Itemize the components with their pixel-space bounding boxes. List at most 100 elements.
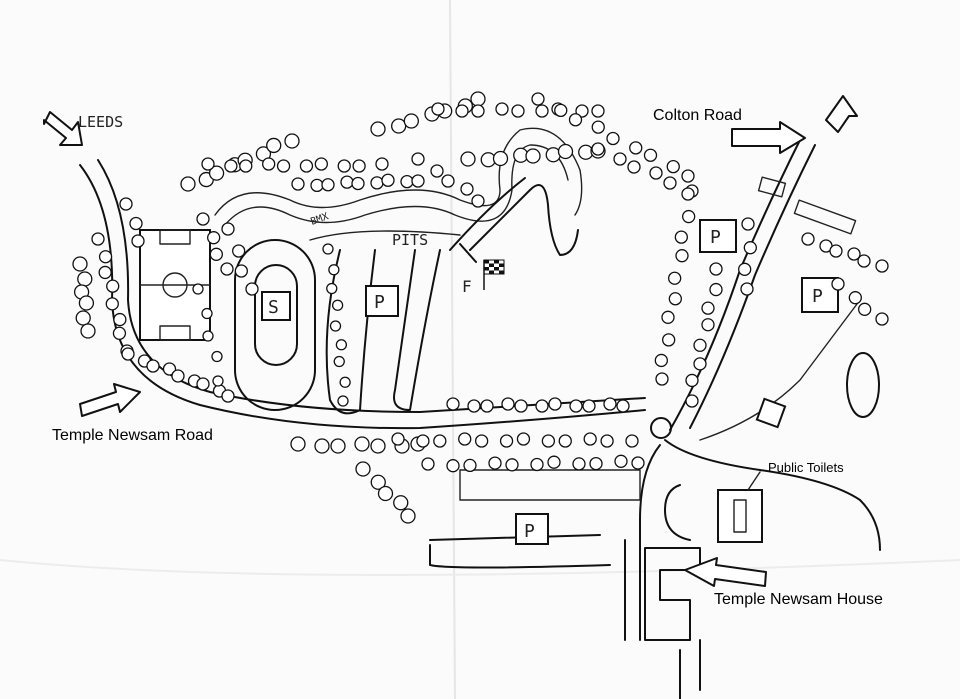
tree-icon xyxy=(511,104,525,118)
tree-icon xyxy=(857,254,871,268)
tree-icon xyxy=(668,271,682,285)
tree-icon xyxy=(535,104,549,118)
tree-icon xyxy=(557,143,574,160)
tree-icon xyxy=(693,338,707,352)
tree-icon xyxy=(377,485,394,502)
tree-icon xyxy=(662,333,676,347)
stadium-track xyxy=(234,239,316,411)
tree-icon xyxy=(196,377,210,391)
tree-icon xyxy=(354,436,370,452)
tree-icon xyxy=(554,103,568,118)
tree-icon xyxy=(91,232,105,246)
tree-icon xyxy=(625,434,639,448)
tree-icon xyxy=(568,113,583,127)
tree-icon xyxy=(339,376,351,388)
tree-icon xyxy=(516,432,531,446)
tree-icon xyxy=(340,175,354,189)
tree-icon xyxy=(337,159,351,173)
parking-marker: P xyxy=(812,286,823,307)
colton-road-pointer-arrow xyxy=(731,121,806,154)
temple-newsam-road-pointer-arrow xyxy=(79,383,141,417)
parking-marker: P xyxy=(524,521,535,542)
temple-newsam-road-label: Temple Newsam Road xyxy=(52,427,213,444)
tree-icon xyxy=(400,174,414,189)
tree-icon xyxy=(333,355,345,368)
tree-icon xyxy=(326,282,338,295)
tree-icon xyxy=(129,216,143,231)
tree-icon xyxy=(681,169,695,183)
tree-icon xyxy=(649,166,663,180)
tree-icon xyxy=(875,312,889,326)
leeds-direction-arrow xyxy=(43,111,83,146)
tree-icon xyxy=(370,121,386,137)
tree-icon xyxy=(321,178,335,192)
tree-icon xyxy=(446,397,460,411)
tree-icon xyxy=(391,118,407,134)
tree-icon xyxy=(613,152,627,166)
tree-icon xyxy=(589,456,603,471)
tree-icon xyxy=(72,256,88,272)
tree-icon xyxy=(220,262,234,276)
tree-icon xyxy=(431,102,445,116)
tree-icon xyxy=(245,282,259,296)
tree-icon xyxy=(276,159,291,173)
tree-icon xyxy=(411,152,425,166)
tree-icon xyxy=(627,160,641,174)
tree-icon xyxy=(474,434,489,448)
tree-icon xyxy=(416,434,430,448)
tree-icon xyxy=(162,362,177,376)
tree-icon xyxy=(743,241,757,255)
tree-icon xyxy=(661,310,675,324)
tree-icon xyxy=(525,148,541,164)
tree-icon xyxy=(467,399,481,413)
tree-icon xyxy=(463,458,477,473)
tree-icon xyxy=(421,457,435,471)
tree-icon xyxy=(548,397,562,411)
stadium-marker: S xyxy=(268,297,279,318)
crescent-building xyxy=(664,484,691,541)
tree-icon xyxy=(569,399,583,413)
public-toilets-building xyxy=(717,471,763,543)
tree-icon xyxy=(106,279,120,293)
finish-area xyxy=(459,243,505,290)
tree-icon xyxy=(675,249,689,263)
tree-groups xyxy=(72,91,889,524)
tree-icon xyxy=(655,372,669,386)
tree-icon xyxy=(460,151,476,167)
tree-icon xyxy=(460,182,474,196)
tree-icon xyxy=(541,434,556,448)
tree-icon xyxy=(330,438,346,454)
bmx-label: BMX xyxy=(309,211,330,228)
tree-icon xyxy=(370,176,384,190)
tree-icon xyxy=(314,438,330,454)
tree-icon xyxy=(495,102,509,116)
tree-icon xyxy=(480,399,494,413)
tree-icon xyxy=(741,217,755,231)
pits-label: PITS xyxy=(392,231,428,249)
tree-icon xyxy=(591,142,605,156)
tree-icon xyxy=(355,461,371,477)
leeds-label: LEEDS xyxy=(78,113,123,131)
tree-icon xyxy=(738,262,752,276)
tree-icon xyxy=(875,259,889,273)
tree-icon xyxy=(112,326,127,340)
tree-icon xyxy=(171,369,185,383)
tree-icon xyxy=(701,301,715,315)
tree-icon xyxy=(370,474,386,490)
tree-icon xyxy=(400,508,416,524)
checkered-flag-icon xyxy=(483,259,505,290)
tree-icon xyxy=(196,212,210,226)
tree-icon xyxy=(654,353,668,368)
tree-icon xyxy=(180,176,196,192)
tree-icon xyxy=(370,438,386,454)
tree-icon xyxy=(329,320,342,332)
tree-icon xyxy=(239,159,253,173)
tree-icon xyxy=(322,243,334,255)
tree-icon xyxy=(603,397,617,411)
tree-icon xyxy=(606,131,620,146)
tree-icon xyxy=(441,174,455,188)
tree-icon xyxy=(643,148,658,162)
tree-icon xyxy=(113,312,127,327)
tree-icon xyxy=(501,397,515,411)
